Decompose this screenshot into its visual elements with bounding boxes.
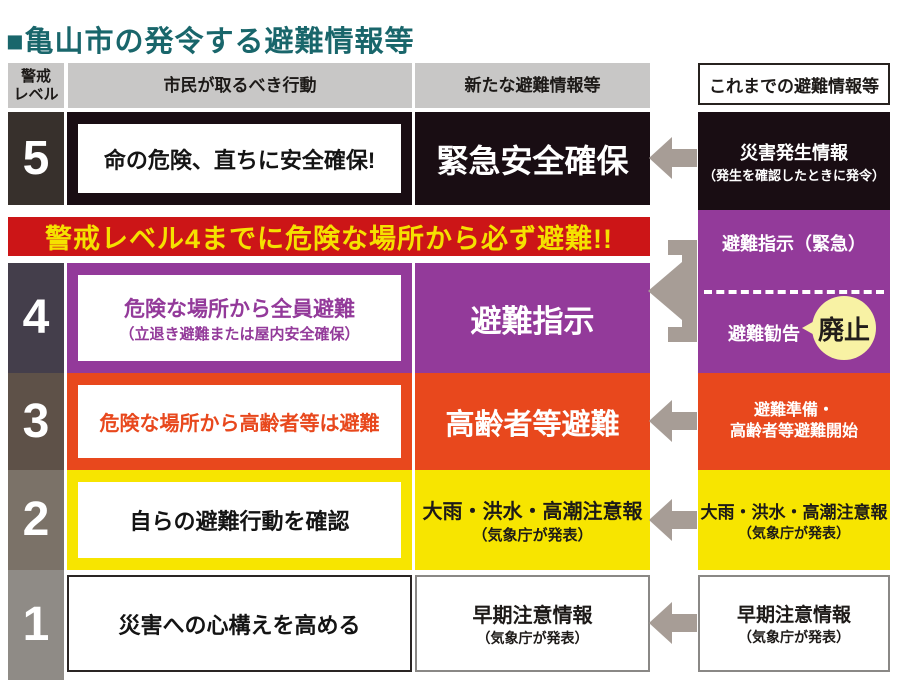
level-1-old-line1: 早期注意情報 xyxy=(736,605,851,626)
level-5-old-line1: 災害発生情報 xyxy=(740,142,848,163)
level-2-action-text: 自らの避難行動を確認 xyxy=(78,482,401,558)
level-1-action-box: 災害への心構えを高める xyxy=(67,575,412,672)
level-3-old-line1: 避難準備・ xyxy=(753,401,834,419)
level-3-old-line2: 高齢者等避難開始 xyxy=(729,422,858,440)
level-1-old-line2: （気象庁が発表） xyxy=(738,629,850,645)
level-4-old-top: 避難指示（緊急） xyxy=(722,234,866,254)
dashed-divider xyxy=(704,290,884,294)
col-header-level-line1: 警戒 xyxy=(20,68,51,86)
level-4-action-box: 危険な場所から全員避難 （立退き避難または屋内安全確保） xyxy=(67,263,412,373)
page-title: ■亀山市の発令する避難情報等 xyxy=(6,26,415,58)
level-2-old-info: 大雨・洪水・高潮注意報 （気象庁が発表） xyxy=(698,470,890,570)
level-2-new-line1: 大雨・洪水・高潮注意報 xyxy=(422,501,643,523)
col-header-old-info: これまでの避難情報等 xyxy=(698,63,890,105)
level-5-badge: 5 xyxy=(8,112,64,205)
level-1-new-line2: （気象庁が発表） xyxy=(476,630,589,646)
level-3-old-info: 避難準備・ 高齢者等避難開始 xyxy=(698,373,890,470)
level-5-new-info: 緊急安全確保 xyxy=(415,112,650,205)
level-2-old-line1: 大雨・洪水・高潮注意報 xyxy=(700,502,888,522)
level-4-old-bottom: 避難勧告 xyxy=(728,324,800,344)
level-1-old-info: 早期注意情報 （気象庁が発表） xyxy=(698,575,890,672)
col-header-action: 市民が取るべき行動 xyxy=(68,63,412,108)
merge-arrow-icon xyxy=(648,240,697,342)
left-arrow-icon xyxy=(649,499,697,541)
level-4-action-line2: （立退き避難または屋内安全確保） xyxy=(119,325,360,343)
level-2-old-line2: （気象庁が発表） xyxy=(738,524,850,541)
level-5-old-line2: （発生を確認したときに発令） xyxy=(702,167,885,183)
level-5-action-text: 命の危険、直ちに安全確保! xyxy=(78,124,401,193)
level-3-new-info: 高齢者等避難 xyxy=(415,373,650,470)
left-arrow-icon xyxy=(649,400,697,442)
warning-banner: 警戒レベル4までに危険な場所から必ず避難!! xyxy=(8,217,650,256)
level-3-action-text: 危険な場所から高齢者等は避難 xyxy=(78,385,401,458)
level-2-action-box: 自らの避難行動を確認 xyxy=(67,470,412,570)
col-header-new-info: 新たな避難情報等 xyxy=(415,63,650,108)
level-2-new-line2: （気象庁が発表） xyxy=(472,527,593,544)
left-arrow-icon xyxy=(649,137,697,179)
level-4-old-info-box: 避難指示（緊急） 避難勧告 廃止 xyxy=(698,210,890,373)
col-header-level: 警戒 レベル xyxy=(8,63,64,108)
abolished-badge: 廃止 xyxy=(812,296,876,360)
level-5-action-box: 命の危険、直ちに安全確保! xyxy=(67,112,412,205)
level-1-new-info: 早期注意情報 （気象庁が発表） xyxy=(415,575,650,672)
level-5-old-info: 災害発生情報 （発生を確認したときに発令） xyxy=(698,112,890,210)
level-2-badge: 2 xyxy=(8,470,64,570)
left-arrow-icon xyxy=(649,602,697,644)
level-3-badge: 3 xyxy=(8,373,64,470)
level-4-new-info: 避難指示 xyxy=(415,263,650,373)
level-2-new-info: 大雨・洪水・高潮注意報 （気象庁が発表） xyxy=(415,470,650,570)
level-4-action-line1: 危険な場所から全員避難 xyxy=(124,297,355,321)
col-header-level-line2: レベル xyxy=(13,85,59,103)
level-4-badge: 4 xyxy=(8,263,64,373)
level-1-new-line1: 早期注意情報 xyxy=(472,605,593,627)
level-3-action-box: 危険な場所から高齢者等は避難 xyxy=(67,373,412,470)
level-1-badge: 1 xyxy=(8,570,64,680)
